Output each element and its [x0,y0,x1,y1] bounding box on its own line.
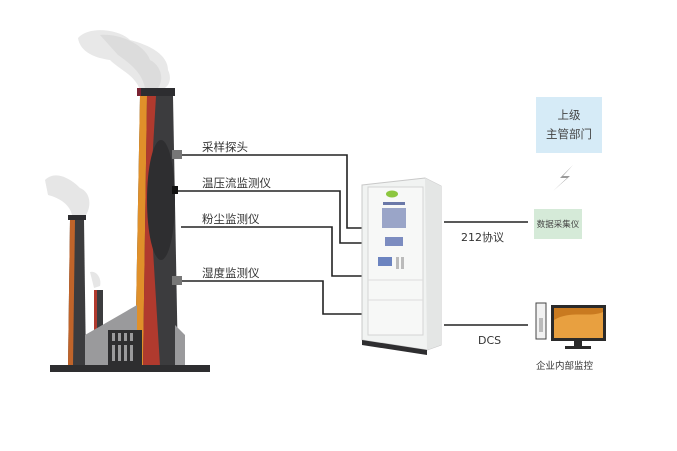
label-sampling-probe: 采样探头 [202,140,248,154]
upper-authority-line2: 主管部门 [546,127,592,141]
dcs-label: DCS [478,334,502,347]
analyzer-cabinet [361,177,442,355]
connection-lines [178,154,528,326]
main-chimney [135,88,182,366]
label-dust-monitor: 粉尘监测仪 [202,212,260,226]
upper-authority-box: 上级 主管部门 [536,97,602,153]
protocol-label: 212协议 [461,231,504,244]
upper-authority-line1: 上级 [557,108,581,122]
sensor-probe-2 [172,186,178,194]
small-chimney [45,175,103,366]
smoke-large [78,30,170,90]
sensor-probe-4 [172,276,182,285]
line-temp-pressure-flow [178,190,362,244]
data-collector-box: 数据采集仪 [534,209,582,239]
label-temp-pressure-flow: 温压流监测仪 [202,176,271,190]
computer-icon [535,302,606,349]
sensor-probe-1 [172,150,182,159]
line-dust [181,226,362,277]
line-humidity [182,280,362,315]
enterprise-monitor-label: 企业内部监控 [536,361,594,372]
label-humidity-monitor: 湿度监测仪 [202,266,260,280]
brand-logo [386,190,398,198]
factory-building [50,305,210,372]
wireless-lightning-icon [553,165,573,191]
line-sampling-probe [182,154,362,229]
